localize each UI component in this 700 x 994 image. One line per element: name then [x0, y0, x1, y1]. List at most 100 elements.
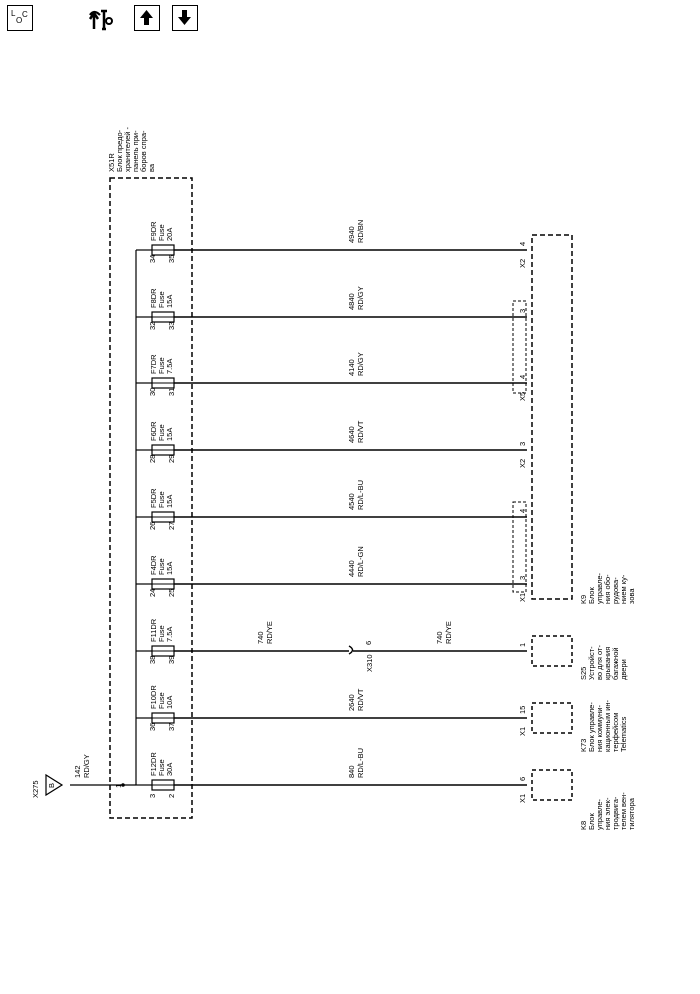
fuse-pin-in: 32 — [148, 322, 157, 330]
fuse-pin-in: 30 — [148, 388, 157, 396]
destination-pin: 3 — [518, 576, 527, 580]
fuse-pin-out: 31 — [167, 388, 176, 396]
fuse-pin-in: 34 — [148, 255, 157, 263]
fuse-pin-in: 26 — [148, 522, 157, 530]
fuse-name: F9DR — [149, 221, 158, 241]
wire-color: RD/GY — [356, 286, 365, 310]
destination-pin: 4 — [518, 509, 527, 513]
source-wire-number: 142 — [73, 765, 82, 778]
fuse-type: Fuse — [157, 224, 166, 241]
inline-wire-color: RD/YE — [444, 621, 453, 644]
wire-color: RD/L-BU — [356, 748, 365, 778]
inline-connector-name: X310 — [365, 654, 374, 672]
fuse-pin-out: 2 — [167, 794, 176, 798]
wire-number: 4840 — [347, 293, 356, 310]
fuse-rating: 20A — [165, 228, 174, 241]
fuse-type: Fuse — [157, 625, 166, 642]
arrow-up-button[interactable] — [134, 5, 160, 31]
svg-text:L: L — [11, 9, 16, 18]
destination-pin: 1 — [518, 643, 527, 647]
wire-color: RD/BN — [356, 220, 365, 243]
fuse-rating: 15A — [165, 295, 174, 308]
fuse-name: F12DR — [149, 752, 158, 776]
fuse-pin-in: 24 — [148, 589, 157, 597]
arrow-down-icon — [178, 10, 191, 25]
destination-connector: X1 — [518, 593, 527, 602]
fuse-name: F8DR — [149, 288, 158, 308]
fuse-type: Fuse — [157, 759, 166, 776]
module-k73-outline — [531, 702, 573, 734]
destination-pin: 3 — [518, 309, 527, 313]
connector-x1-outline — [512, 501, 527, 593]
destination-connector: X5 — [518, 392, 527, 401]
arrow-up-icon — [140, 10, 153, 25]
wire-color: RD/VT — [356, 420, 365, 443]
fuse-pin-out: 39 — [167, 656, 176, 664]
fuse-name: F10DR — [149, 685, 158, 709]
wire-color: RD/YE — [265, 621, 274, 644]
fuse-rating: 15A — [165, 562, 174, 575]
fuse-block-outline — [109, 177, 193, 819]
source-connector-symbol — [45, 773, 64, 797]
locator-icon: L O C — [11, 9, 28, 25]
module-k8-label: K8 Блок управле- ния элек- тродвига- тел… — [579, 790, 636, 830]
destination-pin: 4 — [518, 375, 527, 379]
fuse-pin-in: 3 — [148, 794, 157, 798]
source-wire-color: RD/GY — [82, 754, 91, 778]
destination-pin: 6 — [518, 777, 527, 781]
fuse-name: F11DR — [149, 618, 158, 642]
wire-number: 4640 — [347, 426, 356, 443]
fuse-rating: 15A — [165, 428, 174, 441]
fuse-name: F7DR — [149, 354, 158, 374]
wire-number: 4540 — [347, 493, 356, 510]
inline-wire-number: 740 — [435, 631, 444, 644]
module-s25-outline — [531, 635, 573, 667]
destination-connector: X1 — [518, 794, 527, 803]
flow-button[interactable] — [86, 5, 116, 33]
wire-number: 740 — [256, 631, 265, 644]
wire-number: 4440 — [347, 560, 356, 577]
wire-color: RD/GY — [356, 352, 365, 376]
fuse-type: Fuse — [157, 291, 166, 308]
destination-connector: X1 — [518, 727, 527, 736]
fuse-rating: 30A — [165, 763, 174, 776]
arrow-down-button[interactable] — [172, 5, 198, 31]
fuse-name: F5DR — [149, 488, 158, 508]
bus-pin-dot — [121, 783, 125, 787]
wire-number: 4140 — [347, 359, 356, 376]
svg-text:O: O — [16, 16, 22, 25]
module-k9-outline — [531, 234, 573, 600]
fuse-name: F4DR — [149, 555, 158, 575]
module-k9-label: K9 Блок управле- ния обо- рудова- нием к… — [579, 571, 636, 604]
flow-wrench-icon — [88, 9, 113, 31]
inline-connector-pin: 6 — [364, 641, 373, 645]
fuse-type: Fuse — [157, 692, 166, 709]
bus-pin-label: 1 — [114, 784, 123, 788]
fuse-pin-out: 27 — [167, 522, 176, 530]
wire-color: RD/VT — [356, 688, 365, 711]
locator-button[interactable]: L O C — [7, 5, 33, 31]
wire-color: RD/L-GN — [356, 546, 365, 577]
svg-text:C: C — [22, 10, 28, 19]
fuse-type: Fuse — [157, 491, 166, 508]
inline-connector-symbol — [348, 645, 354, 655]
destination-connector: X2 — [518, 259, 527, 268]
module-k8-outline — [531, 769, 573, 801]
source-connector-label: X275 — [31, 780, 40, 798]
fuse-type: Fuse — [157, 558, 166, 575]
fuse-block-title: X51R Блок предо- хранителей - панель при… — [107, 125, 156, 172]
fuse-type: Fuse — [157, 424, 166, 441]
fuse-pin-out: 35 — [167, 255, 176, 263]
fuse-pin-out: 37 — [167, 723, 176, 731]
fuse-name: F6DR — [149, 421, 158, 441]
wire-color: RD/L-BU — [356, 480, 365, 510]
fuse-pin-in: 28 — [148, 455, 157, 463]
fuse-pin-out: 29 — [167, 455, 176, 463]
fuse-pin-in: 38 — [148, 656, 157, 664]
wire-number: 2640 — [347, 694, 356, 711]
fuse-pin-in: 36 — [148, 723, 157, 731]
fuse-rating: 7.5A — [165, 359, 174, 374]
fuse-rating: 10A — [165, 696, 174, 709]
destination-connector: X2 — [518, 459, 527, 468]
